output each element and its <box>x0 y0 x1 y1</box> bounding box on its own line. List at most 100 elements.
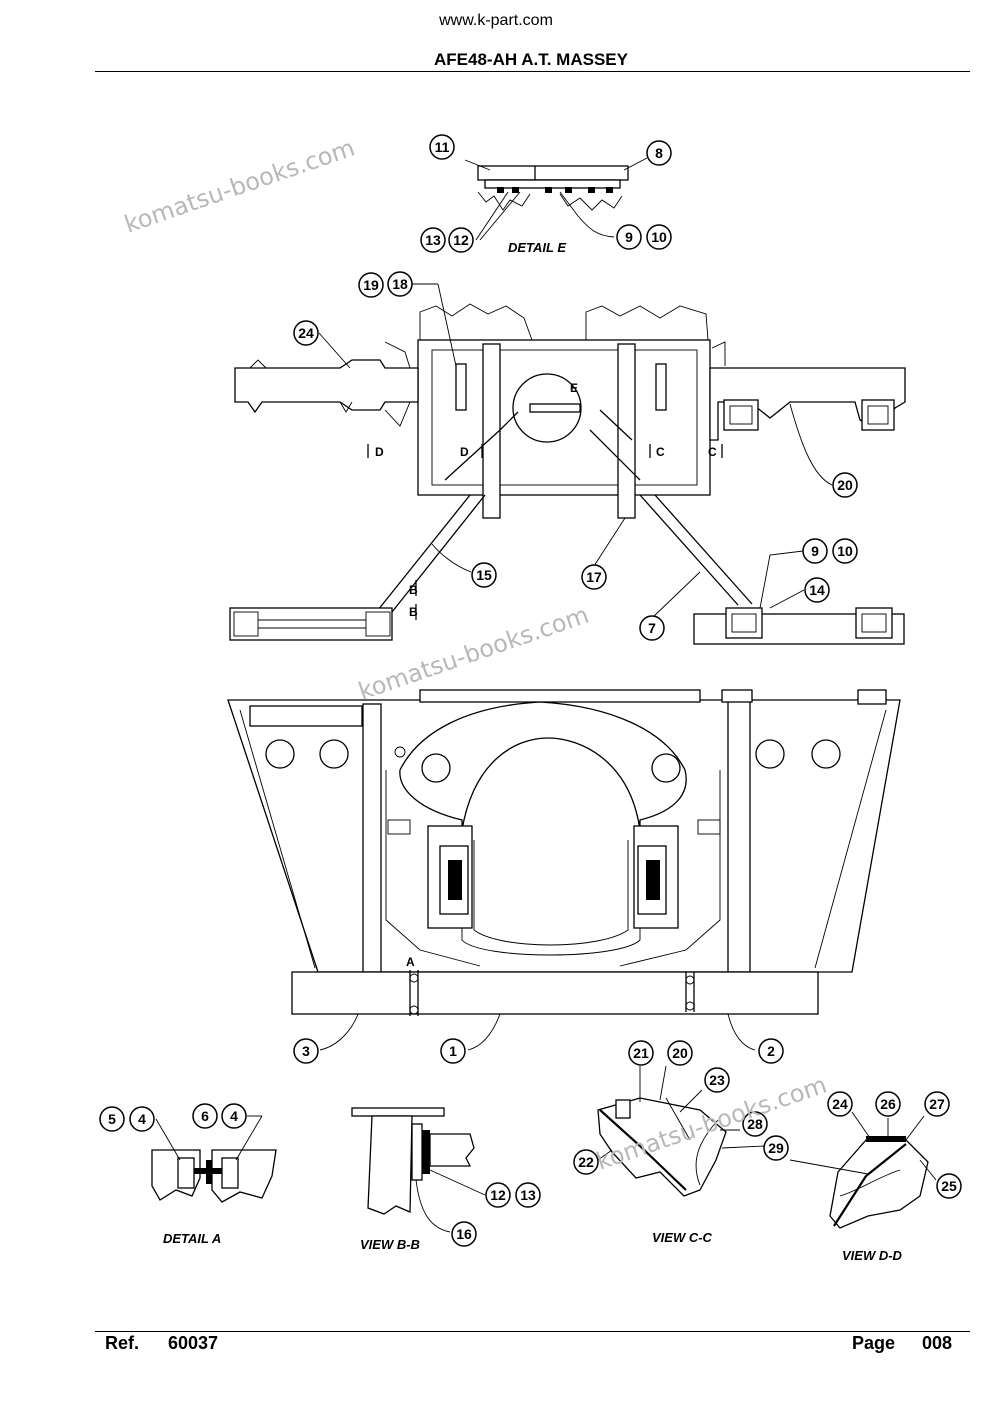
callout: 12 <box>485 1182 511 1208</box>
svg-text:13: 13 <box>425 232 441 248</box>
callout: 21 <box>628 1040 654 1066</box>
svg-text:20: 20 <box>672 1045 688 1061</box>
svg-text:11: 11 <box>435 139 450 155</box>
callout: 18 <box>387 271 413 297</box>
callout: 26 <box>875 1091 901 1117</box>
callout: 25 <box>936 1173 962 1199</box>
svg-text:2: 2 <box>767 1043 775 1059</box>
callout: 7 <box>639 615 665 641</box>
svg-text:22: 22 <box>578 1154 594 1170</box>
callout: 3 <box>293 1038 319 1064</box>
view-cc-drawing <box>597 1065 765 1197</box>
caption-view-bb: VIEW B-B <box>360 1237 420 1252</box>
svg-text:29: 29 <box>768 1140 784 1156</box>
svg-text:23: 23 <box>709 1072 725 1088</box>
ref-number: 60037 <box>168 1333 219 1353</box>
callout: 13 <box>515 1182 541 1208</box>
svg-text:6: 6 <box>201 1108 209 1124</box>
detail-mark-a: A <box>406 955 415 969</box>
detail-a-drawing <box>151 1115 277 1203</box>
svg-text:3: 3 <box>302 1043 310 1059</box>
callout: 4 <box>221 1103 247 1129</box>
callout: 1 <box>440 1038 466 1064</box>
page-number: 008 <box>922 1333 953 1353</box>
callout: 29 <box>763 1135 789 1161</box>
front-elevation-drawing <box>227 689 901 1051</box>
svg-text:9: 9 <box>811 543 819 559</box>
page-title: AFE48-AH A.T. MASSEY <box>434 50 628 69</box>
svg-text:4: 4 <box>138 1111 146 1127</box>
ref-label: Ref. <box>105 1333 140 1353</box>
caption-detail-a: DETAIL A <box>163 1231 221 1246</box>
svg-text:27: 27 <box>929 1096 945 1112</box>
callout: 23 <box>704 1067 730 1093</box>
callout: 24 <box>827 1091 853 1117</box>
callout: 19 <box>358 272 384 298</box>
callout: 10 <box>832 538 858 564</box>
footer-rule <box>95 1331 970 1332</box>
svg-text:10: 10 <box>837 543 853 559</box>
callout: 9 <box>802 538 828 564</box>
svg-text:28: 28 <box>747 1116 763 1132</box>
section-mark-c: C <box>708 445 717 459</box>
svg-text:10: 10 <box>651 229 667 245</box>
watermark-text: komatsu-books.com <box>121 134 358 239</box>
callout: 20 <box>667 1040 693 1066</box>
svg-text:8: 8 <box>655 145 663 161</box>
site-url: www.k-part.com <box>439 12 553 29</box>
svg-text:13: 13 <box>520 1187 536 1203</box>
callout: 13 <box>420 227 446 253</box>
callout: 2 <box>758 1038 784 1064</box>
callout: 8 <box>646 140 672 166</box>
caption-view-dd: VIEW D-D <box>842 1248 903 1263</box>
callout: 22 <box>573 1149 599 1175</box>
svg-text:7: 7 <box>648 620 656 636</box>
callout: 28 <box>742 1111 768 1137</box>
svg-text:19: 19 <box>363 277 379 293</box>
view-bb-drawing <box>351 1107 486 1233</box>
section-mark-d: D <box>375 445 384 459</box>
callout: 16 <box>451 1221 477 1247</box>
svg-text:9: 9 <box>625 229 633 245</box>
svg-text:12: 12 <box>490 1187 506 1203</box>
header-rule <box>95 71 970 72</box>
section-mark-c: C <box>656 445 665 459</box>
svg-text:1: 1 <box>449 1043 457 1059</box>
svg-text:14: 14 <box>809 582 825 598</box>
plan-view-drawing <box>229 283 906 645</box>
svg-text:26: 26 <box>880 1096 896 1112</box>
svg-text:17: 17 <box>586 569 602 585</box>
svg-text:25: 25 <box>941 1178 957 1194</box>
callout: 27 <box>924 1091 950 1117</box>
caption-detail-e: DETAIL E <box>508 240 566 255</box>
callout: 11 <box>429 134 455 160</box>
svg-text:16: 16 <box>456 1226 472 1242</box>
callout: 10 <box>646 224 672 250</box>
callout: 24 <box>293 320 319 346</box>
svg-text:12: 12 <box>453 232 469 248</box>
callout: 6 <box>192 1103 218 1129</box>
svg-text:24: 24 <box>832 1096 848 1112</box>
svg-text:18: 18 <box>392 276 408 292</box>
view-dd-drawing <box>789 1111 937 1229</box>
svg-text:20: 20 <box>837 477 853 493</box>
svg-text:4: 4 <box>230 1108 238 1124</box>
callout: 5 <box>99 1106 125 1132</box>
svg-text:5: 5 <box>108 1111 116 1127</box>
page-label: Page <box>852 1333 896 1353</box>
section-mark-d: D <box>460 445 469 459</box>
detail-mark-e: E <box>570 381 578 395</box>
svg-text:21: 21 <box>633 1045 649 1061</box>
callout: 15 <box>471 562 497 588</box>
callout: 20 <box>832 472 858 498</box>
section-mark-b: B <box>409 583 418 597</box>
svg-text:15: 15 <box>476 567 492 583</box>
callout: 4 <box>129 1106 155 1132</box>
callout: 17 <box>581 564 607 590</box>
svg-text:24: 24 <box>298 325 314 341</box>
caption-view-cc: VIEW C-C <box>652 1230 713 1245</box>
detail-e-drawing <box>464 157 648 241</box>
callout: 14 <box>804 577 830 603</box>
section-mark-b: B <box>409 605 418 619</box>
